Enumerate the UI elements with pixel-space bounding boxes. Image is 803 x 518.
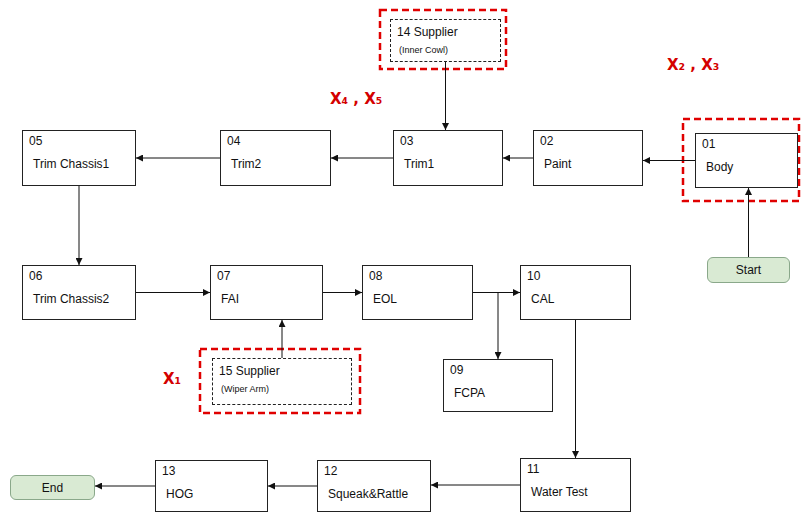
step-name: CAL bbox=[527, 292, 624, 306]
flow-arrow bbox=[136, 158, 220, 159]
highlight-frame bbox=[380, 10, 506, 69]
step-number: 11 bbox=[527, 462, 624, 476]
process-box: 02Paint bbox=[533, 130, 643, 186]
part-name: (Inner Cowl) bbox=[397, 45, 494, 55]
supplier-name: 15 Supplier bbox=[219, 364, 345, 378]
step-name: Paint bbox=[540, 157, 636, 171]
step-number: 03 bbox=[400, 134, 496, 148]
step-number: 09 bbox=[450, 363, 546, 377]
step-name: Squeak&Rattle bbox=[324, 487, 424, 501]
variable-label: X₂ , X₃ bbox=[667, 56, 719, 74]
flow-arrow bbox=[95, 486, 155, 487]
terminal-box: End bbox=[10, 475, 95, 500]
process-box: 09FCPA bbox=[443, 359, 553, 412]
process-box: 03Trim1 bbox=[393, 130, 503, 186]
step-name: EOL bbox=[369, 292, 466, 306]
step-name: Trim2 bbox=[227, 157, 324, 171]
flow-arrow bbox=[323, 292, 362, 293]
flow-arrow bbox=[136, 292, 210, 293]
process-box: 11Water Test bbox=[520, 458, 631, 512]
flow-arrow bbox=[268, 486, 317, 487]
supplier-name: 14 Supplier bbox=[397, 25, 494, 39]
flow-arrow bbox=[445, 62, 446, 130]
step-number: 05 bbox=[29, 134, 129, 148]
step-number: 04 bbox=[227, 134, 324, 148]
flow-arrow bbox=[79, 186, 80, 265]
process-box: 10CAL bbox=[520, 265, 631, 320]
step-name: Water Test bbox=[527, 485, 624, 499]
step-name: Trim Chassis2 bbox=[29, 292, 129, 306]
process-box: 05Trim Chassis1 bbox=[22, 130, 136, 186]
process-box: 01Body bbox=[695, 133, 798, 188]
supplier-box: 15 Supplier (Wiper Arm) bbox=[212, 358, 352, 405]
supplier-box: 14 Supplier (Inner Cowl) bbox=[390, 19, 501, 62]
step-name: Trim1 bbox=[400, 157, 496, 171]
terminal-box: Start bbox=[707, 257, 790, 283]
step-number: 07 bbox=[217, 269, 316, 283]
step-number: 12 bbox=[324, 464, 424, 478]
flow-arrow bbox=[503, 158, 533, 159]
highlight-frame bbox=[200, 349, 360, 413]
step-number: 01 bbox=[702, 137, 791, 151]
step-number: 06 bbox=[29, 269, 129, 283]
variable-label: X₄ , X₅ bbox=[330, 90, 382, 108]
process-box: 12Squeak&Rattle bbox=[317, 460, 431, 512]
step-number: 08 bbox=[369, 269, 466, 283]
flow-arrow bbox=[431, 485, 520, 486]
step-name: Body bbox=[702, 160, 791, 174]
flow-arrow bbox=[331, 158, 393, 159]
step-name: Trim Chassis1 bbox=[29, 157, 129, 171]
process-box: 13HOG bbox=[155, 460, 268, 512]
process-box: 06Trim Chassis2 bbox=[22, 265, 136, 320]
process-box: 07FAI bbox=[210, 265, 323, 320]
flow-arrow bbox=[643, 160, 695, 161]
step-number: 02 bbox=[540, 134, 636, 148]
flow-arrow bbox=[575, 320, 576, 458]
step-name: HOG bbox=[162, 487, 261, 501]
step-number: 13 bbox=[162, 464, 261, 478]
flow-arrow bbox=[748, 188, 749, 257]
process-box: 04Trim2 bbox=[220, 130, 331, 186]
terminal-label: End bbox=[42, 481, 63, 495]
variable-label: X₁ bbox=[163, 370, 181, 388]
step-name: FAI bbox=[217, 292, 316, 306]
highlight-frame bbox=[683, 119, 799, 201]
terminal-label: Start bbox=[736, 263, 761, 277]
process-box: 08EOL bbox=[362, 265, 473, 320]
step-name: FCPA bbox=[450, 386, 546, 400]
flow-arrow bbox=[473, 293, 498, 360]
part-name: (Wiper Arm) bbox=[219, 384, 345, 394]
flow-arrow bbox=[282, 320, 283, 358]
step-number: 10 bbox=[527, 269, 624, 283]
